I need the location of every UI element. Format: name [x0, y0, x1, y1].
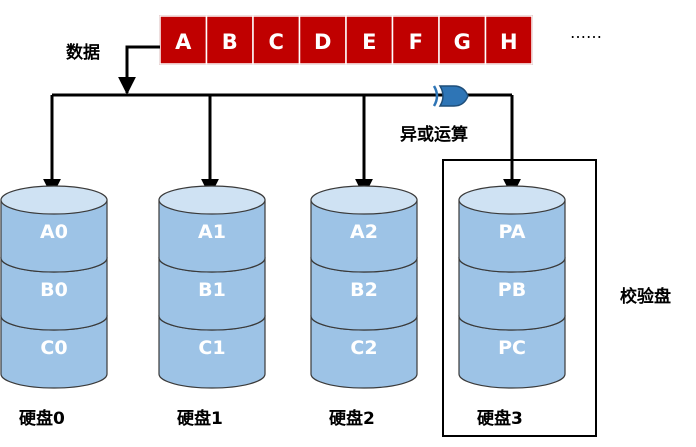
data-label: 数据	[66, 42, 100, 63]
parity-disk-frame	[442, 159, 597, 437]
data-cell-label: F	[409, 30, 423, 54]
disk-2: C2 B2 A2 硬盘2	[310, 185, 418, 429]
disk-segment-top	[458, 185, 566, 215]
disk-segment	[158, 257, 266, 331]
data-cell	[298, 15, 347, 65]
disk-block-label: PA	[499, 221, 526, 243]
disk-segment	[0, 257, 108, 331]
disk-segment	[0, 199, 108, 273]
disk-segment-top	[0, 185, 108, 215]
disk-block-label: B0	[40, 279, 68, 301]
ellipsis: ……	[570, 23, 602, 42]
disk-segment	[458, 257, 566, 331]
disk-block-label: A1	[198, 221, 226, 243]
disk-block-label: C0	[40, 337, 67, 359]
data-cell	[159, 15, 208, 65]
data-cell-label: G	[454, 30, 471, 54]
data-cell-label: H	[500, 30, 518, 54]
data-cell	[205, 15, 254, 65]
disk-segment	[0, 315, 108, 389]
disk-block-label: A2	[350, 221, 378, 243]
disk-segment	[458, 199, 566, 273]
disk-block-label: B2	[350, 279, 378, 301]
data-cell	[484, 15, 533, 65]
disk-segment	[310, 199, 418, 273]
xor-gate-icon	[432, 85, 469, 107]
xor-label: 异或运算	[400, 124, 468, 145]
data-strip: A B C D E F G H	[159, 15, 533, 65]
disk-name: 硬盘3	[477, 408, 523, 429]
disk-segment	[458, 315, 566, 389]
data-cell	[438, 15, 487, 65]
disk-block-label: C2	[350, 337, 377, 359]
data-cell	[345, 15, 394, 65]
disk-segment	[158, 199, 266, 273]
disk-segment	[158, 315, 266, 389]
data-cell	[391, 15, 440, 65]
data-cells: A B C D E F G H	[159, 15, 533, 65]
disk-segment	[310, 257, 418, 331]
disk-name: 硬盘0	[19, 408, 65, 429]
disk-block-label: PC	[498, 337, 526, 359]
disk-name: 硬盘1	[177, 408, 223, 429]
disk-name: 硬盘2	[329, 408, 375, 429]
disk-1: C1 B1 A1 硬盘1	[158, 185, 266, 429]
disk-segment-top	[158, 185, 266, 215]
parity-disk-label: 校验盘	[620, 286, 671, 307]
disk-0: C0 B0 A0 硬盘0	[0, 185, 108, 429]
data-cell-label: C	[269, 30, 284, 54]
disk-block-label: B1	[198, 279, 226, 301]
disks: C0 B0 A0 硬盘0 C1 B1 A1 硬盘1 C2 B2 A2 硬盘2 PC PB PA 硬盘3	[0, 185, 566, 429]
disk-segment	[310, 315, 418, 389]
disk-3: PC PB PA 硬盘3	[458, 185, 566, 429]
disk-segment-top	[310, 185, 418, 215]
strip-connector	[118, 45, 160, 95]
data-cell-label: D	[314, 30, 331, 54]
disk-block-label: A0	[40, 221, 68, 243]
disk-block-label: C1	[198, 337, 225, 359]
data-cell-label: E	[362, 30, 376, 54]
data-cell-label: A	[175, 30, 192, 54]
disk-block-label: PB	[498, 279, 526, 301]
data-cell-label: B	[222, 30, 238, 54]
